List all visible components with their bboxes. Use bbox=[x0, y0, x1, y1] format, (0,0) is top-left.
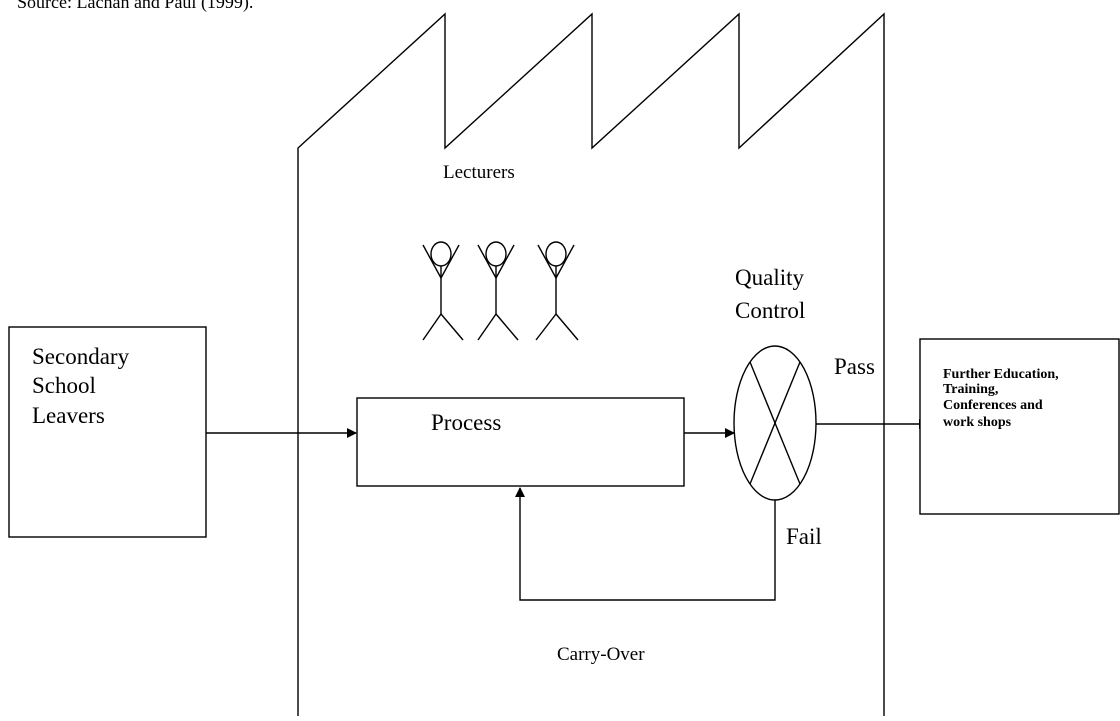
output-box-line-2: Training, bbox=[943, 382, 998, 397]
lecturer-figure-3 bbox=[536, 242, 578, 340]
carry-over-loop bbox=[520, 488, 775, 600]
process-box bbox=[357, 398, 684, 486]
output-box-line-1: Further Education, bbox=[943, 367, 1059, 382]
source-caption: Source: Lachan and Paul (1999). bbox=[17, 0, 253, 13]
input-box-line-1: Secondary bbox=[32, 344, 130, 369]
output-box-line-3: Conferences and bbox=[943, 398, 1043, 413]
quality-control-line-1: Quality bbox=[735, 265, 804, 290]
carry-over-label: Carry-Over bbox=[557, 644, 645, 665]
input-box-line-3: Leavers bbox=[32, 403, 105, 428]
input-box-line-2: School bbox=[32, 373, 96, 398]
process-label: Process bbox=[431, 410, 501, 435]
lecturer-figure-2 bbox=[478, 242, 518, 340]
quality-control-gate bbox=[734, 346, 816, 500]
lecturer-figure-1 bbox=[423, 242, 463, 340]
factory-building-outline bbox=[298, 14, 884, 716]
quality-control-line-2: Control bbox=[735, 298, 805, 323]
output-box-line-4: work shops bbox=[943, 415, 1012, 430]
lecturers-label: Lecturers bbox=[443, 162, 515, 183]
fail-label: Fail bbox=[786, 524, 822, 549]
quality-control-label: Quality Control bbox=[735, 265, 810, 323]
pass-label: Pass bbox=[834, 354, 875, 379]
